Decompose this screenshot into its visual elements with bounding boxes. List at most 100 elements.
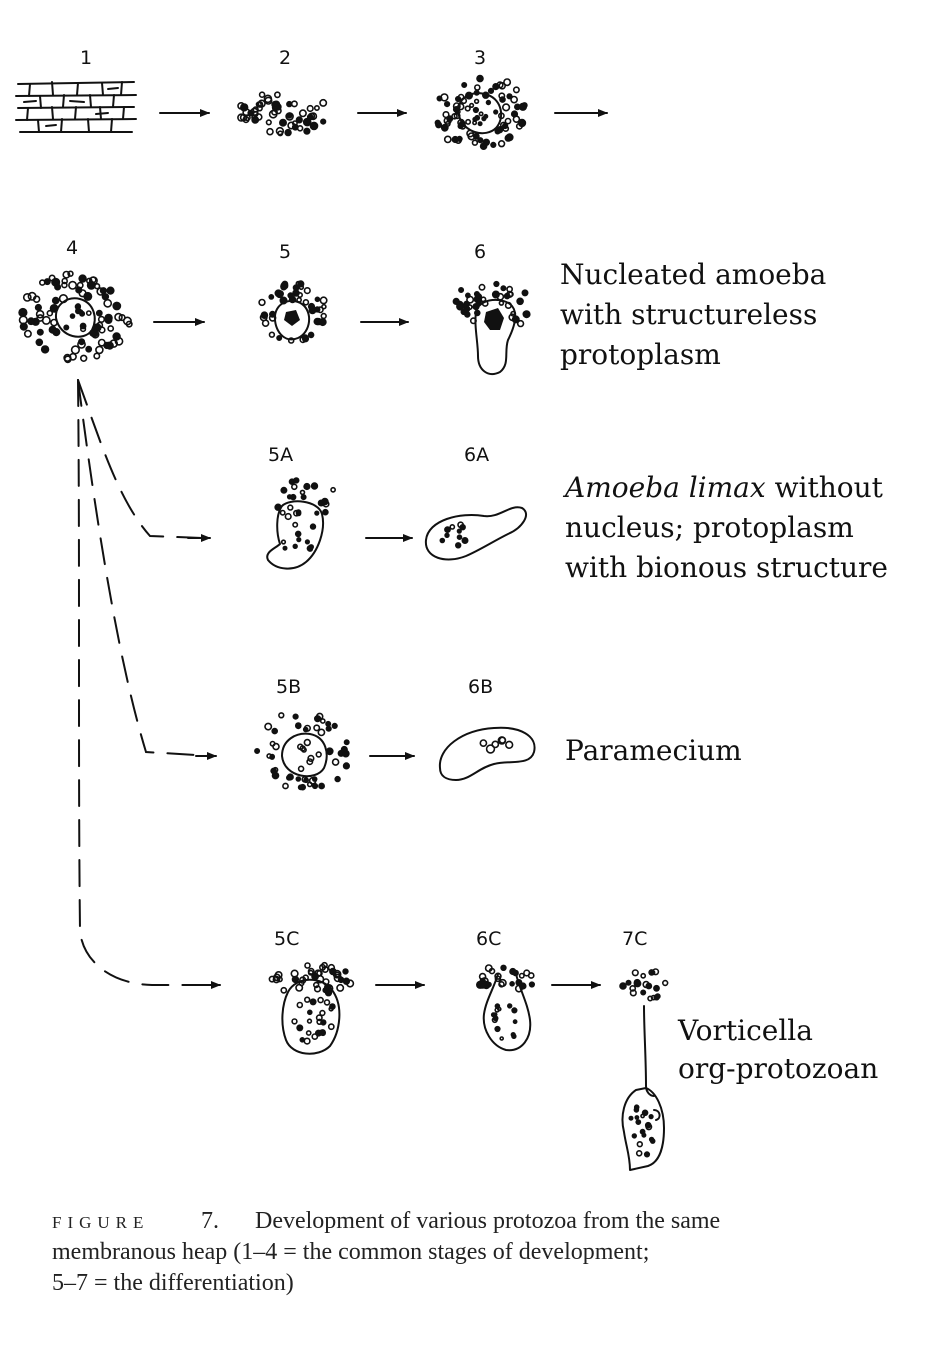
vesicle [290, 100, 298, 108]
vesicle [439, 537, 446, 544]
vesicle [286, 494, 293, 500]
vesicle [282, 545, 288, 551]
vesicle [472, 106, 480, 114]
vesicle [252, 106, 259, 113]
stage-label-5c: 5C [274, 928, 299, 950]
vesicle [653, 994, 660, 1001]
vesicle [327, 1023, 335, 1031]
vesicle [280, 986, 288, 994]
vesicle [106, 286, 115, 295]
vesicle [305, 1030, 312, 1036]
vesicle [280, 539, 287, 545]
stage-label-6c: 6C [476, 928, 501, 950]
description-paramecium: Paramecium [565, 734, 742, 767]
vesicle [269, 754, 275, 760]
vesicle [490, 141, 497, 148]
vesicle [306, 104, 314, 113]
vesicle [276, 976, 283, 983]
vesicle [478, 283, 486, 291]
vesicle [318, 782, 325, 790]
vesicle [302, 117, 312, 127]
vesicle [498, 978, 507, 988]
vesicle [648, 1136, 655, 1143]
figure-caption: FIGURE 7. Development of various protozo… [52, 1208, 720, 1296]
vesicle [343, 739, 350, 746]
vesicle [317, 728, 326, 737]
description-amoeba-line-2: with structureless [560, 298, 817, 331]
stage-label-5a: 5A [268, 444, 293, 466]
vesicle [242, 108, 251, 117]
vesicle [641, 1132, 647, 1138]
vesicle [282, 782, 289, 790]
vesicle [504, 117, 512, 125]
vesicle [340, 745, 348, 754]
vesicle [51, 296, 60, 305]
vesicle [640, 972, 647, 979]
vesicle [492, 1015, 499, 1022]
description-amoeba-limax: Amoeba limax without nucleus; protoplasm… [562, 471, 892, 584]
vesicle [95, 309, 103, 317]
vesicle [295, 509, 302, 516]
vesicle [329, 1003, 336, 1010]
vesicle [321, 303, 327, 310]
vesicle [314, 510, 320, 516]
vesicle [68, 280, 78, 290]
vesicle [18, 315, 28, 325]
vesicle [300, 494, 307, 501]
vesicle [307, 331, 315, 339]
vesicle [314, 969, 322, 978]
vesicle [315, 751, 322, 758]
vesicle [315, 1014, 323, 1022]
vesicle [307, 112, 316, 121]
vesicle [76, 281, 84, 289]
vesicle [271, 771, 280, 780]
vesicle [319, 718, 326, 724]
stage-6c-bell-cell [476, 964, 536, 1052]
vesicle [63, 324, 70, 331]
vesicle [636, 1140, 643, 1148]
vesicle [644, 1121, 652, 1129]
vesicle [112, 332, 121, 341]
vesicle [325, 720, 332, 727]
caption-figure-word: FIGURE [52, 1213, 149, 1232]
vesicle [103, 298, 113, 308]
vesicle [303, 287, 311, 295]
stage-7c-vorticella [619, 968, 669, 1171]
caption-figure-number: 7. [201, 1208, 219, 1234]
vesicle [301, 335, 310, 343]
vesicle [303, 127, 311, 135]
vesicle [633, 979, 642, 988]
stage-label-7c: 7C [622, 928, 647, 950]
vesicle [434, 119, 441, 126]
description-limax-italic: Amoeba limax [562, 471, 766, 504]
vesicle [478, 981, 487, 989]
vesicle [261, 319, 270, 328]
vesicle [482, 138, 490, 147]
vesicle [292, 713, 299, 720]
vesicle [303, 1037, 311, 1045]
vesicle [304, 962, 311, 969]
vesicle [496, 1006, 502, 1012]
vesicle [474, 293, 483, 301]
vesicle [298, 109, 307, 118]
vesicle [288, 478, 296, 486]
vesicle [319, 296, 328, 305]
description-amoeba-line-3: protoplasm [560, 338, 721, 371]
vesicle [313, 105, 320, 112]
vesicle [95, 345, 104, 355]
vesicle [523, 969, 531, 977]
vesicle [506, 290, 514, 299]
vesicle [464, 292, 471, 299]
vesicle [512, 115, 521, 123]
stage-5-nucleated-cell [258, 280, 328, 344]
vesicle [34, 303, 43, 312]
vesicle [458, 286, 465, 293]
vesicle [237, 113, 246, 122]
vesicle [51, 277, 61, 287]
vesicle [302, 298, 310, 306]
vesicle [487, 87, 495, 94]
vesicle [649, 969, 656, 976]
vesicle [517, 118, 527, 128]
vesicle [308, 776, 317, 785]
vesicle [488, 967, 496, 975]
